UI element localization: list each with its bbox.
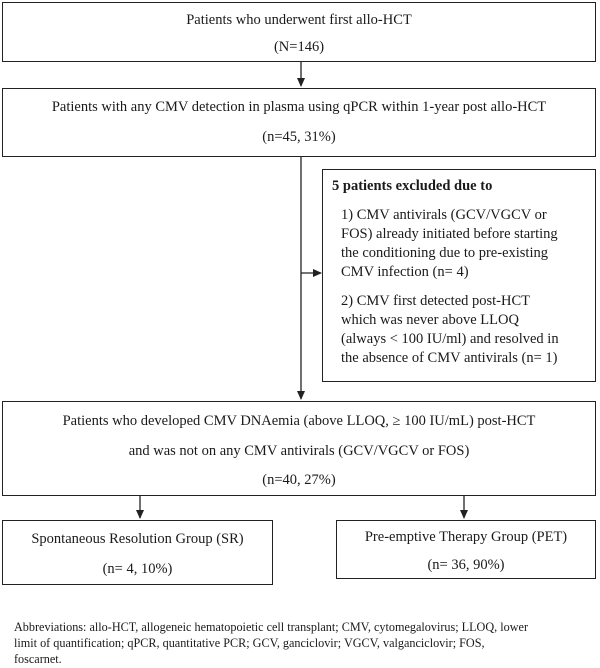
box-cmv-dnaemia-label-2: and was not on any CMV antivirals (GCV/V…	[128, 443, 470, 459]
exclusion-item-1-line: the conditioning due to pre-existing	[341, 245, 548, 261]
exclusion-title: 5 patients excluded due to	[332, 178, 493, 194]
sr-group-count: (n= 4, 10%)	[102, 561, 173, 577]
abbreviations-line: foscarnet.	[14, 652, 62, 666]
box-cmv-dnaemia-label-1: Patients who developed CMV DNAemia (abov…	[62, 413, 536, 429]
box-exclusion: 5 patients excluded due to 1) CMV antivi…	[322, 169, 596, 382]
box-cmv-detection: Patients with any CMV detection in plasm…	[2, 88, 596, 157]
box-pet-group: Pre-emptive Therapy Group (PET) (n= 36, …	[336, 520, 596, 579]
pet-group-count: (n= 36, 90%)	[427, 557, 505, 573]
box-cmv-dnaemia: Patients who developed CMV DNAemia (abov…	[2, 401, 596, 496]
exclusion-item-1-line: 1) CMV antivirals (GCV/VGCV or	[341, 207, 547, 223]
exclusion-item-2-line: which was never above LLOQ	[341, 312, 519, 328]
box-all-patients-label: Patients who underwent first allo-HCT	[186, 12, 412, 28]
exclusion-item-2-line: 2) CMV first detected post-HCT	[341, 293, 531, 309]
box-sr-group: Spontaneous Resolution Group (SR) (n= 4,…	[2, 520, 273, 585]
pet-group-label: Pre-emptive Therapy Group (PET)	[364, 529, 568, 545]
box-all-patients-count: (N=146)	[273, 39, 325, 55]
exclusion-item-2-line: (always < 100 IU/ml) and resolved in	[341, 331, 559, 347]
box-cmv-dnaemia-count: (n=40, 27%)	[262, 472, 336, 488]
exclusion-item-1-line: CMV infection (n= 4)	[341, 264, 469, 280]
sr-group-label: Spontaneous Resolution Group (SR)	[31, 531, 244, 547]
box-cmv-detection-count: (n=45, 31%)	[262, 129, 336, 145]
exclusion-item-2-line: the absence of CMV antivirals (n= 1)	[341, 350, 558, 366]
abbreviations-line: limit of quantification; qPCR, quantitat…	[14, 636, 485, 650]
abbreviations-line: Abbreviations: allo-HCT, allogeneic hema…	[14, 620, 529, 634]
box-cmv-detection-label: Patients with any CMV detection in plasm…	[51, 99, 547, 115]
exclusion-item-1-line: FOS) already initiated before starting	[341, 226, 558, 242]
box-all-patients: Patients who underwent first allo-HCT (N…	[2, 2, 596, 62]
